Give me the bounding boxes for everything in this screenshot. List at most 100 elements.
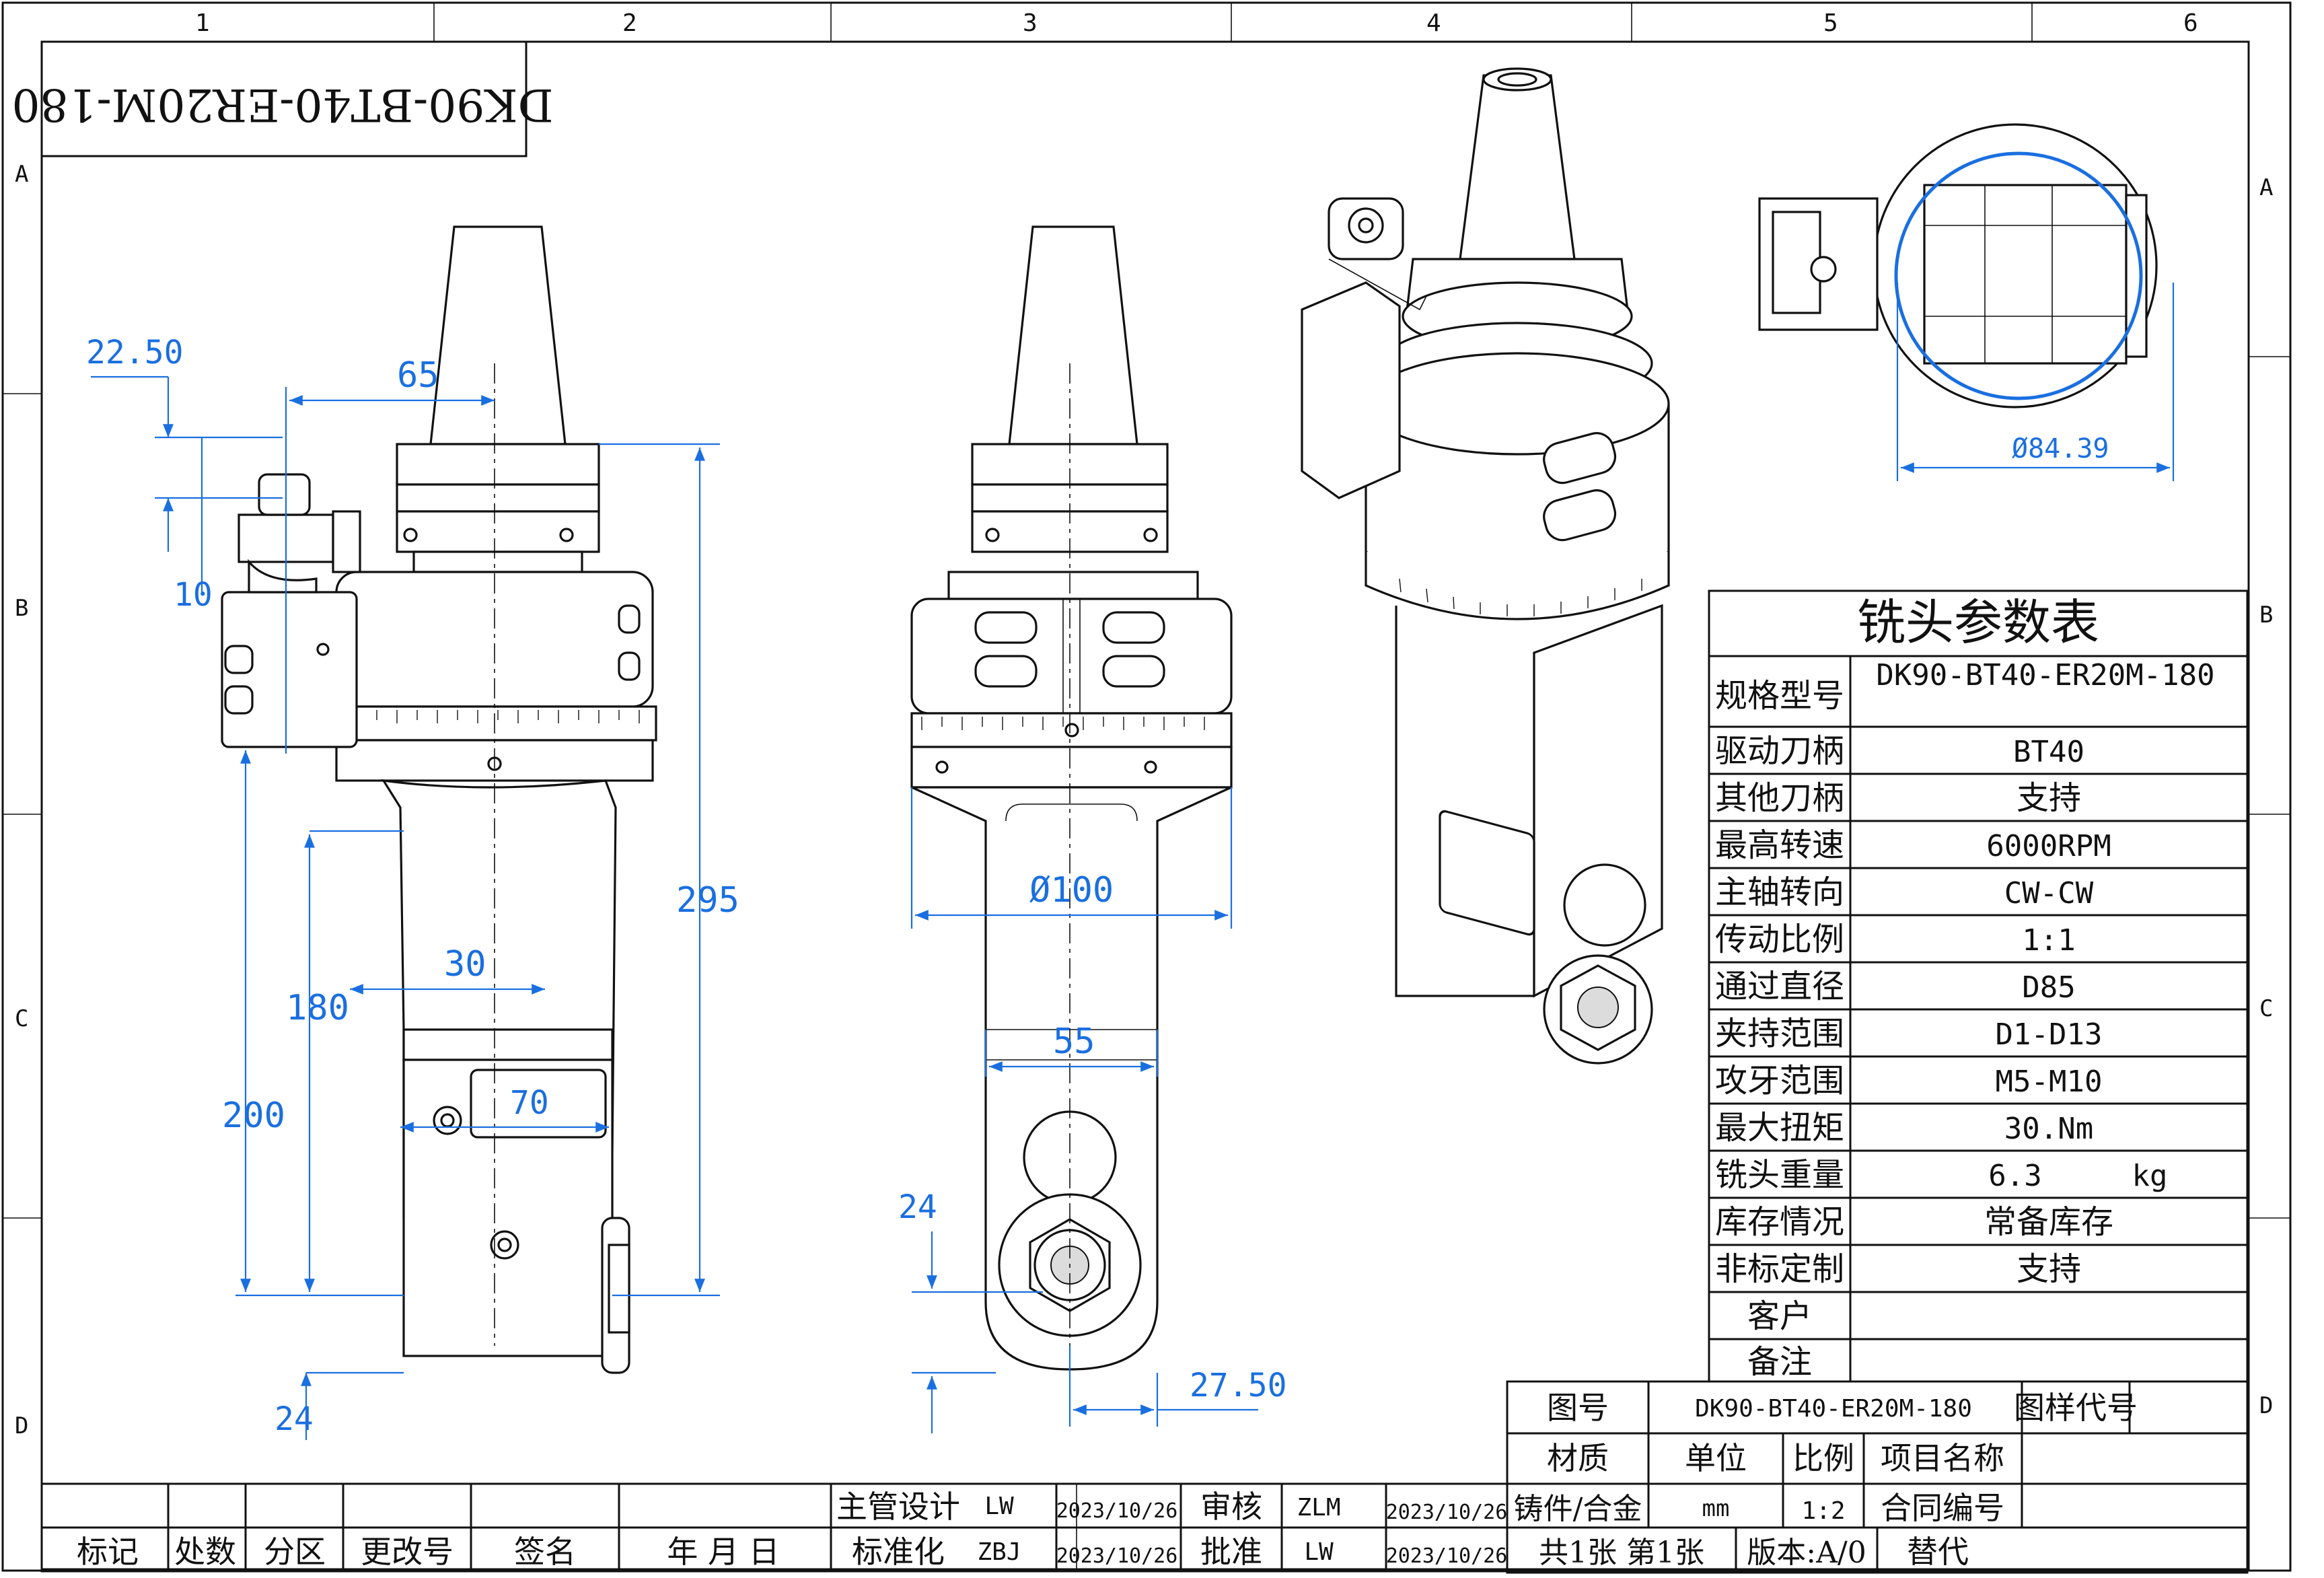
dim-22-50: 22.50 <box>86 334 184 371</box>
tb-drawing-no: DK90-BT40-ER20M-180 <box>1695 1395 1972 1423</box>
tb-sample-code-label: 图样代号 <box>2014 1390 2138 1426</box>
zone-row-a-right: A <box>2259 174 2273 201</box>
tb-unit: mm <box>1702 1495 1730 1522</box>
param-label-4: 主轴转向 <box>1715 873 1844 911</box>
param-label-11: 库存情况 <box>1715 1203 1844 1241</box>
tb-contract-no-label: 合同编号 <box>1881 1490 2004 1526</box>
tb-design-by: LW <box>984 1493 1014 1520</box>
param-value-10: 6.3 <box>1988 1159 2041 1193</box>
param-value-11: 常备库存 <box>1984 1203 2113 1241</box>
dim-100: Ø100 <box>1029 870 1114 910</box>
param-label-7: 夹持范围 <box>1715 1015 1844 1052</box>
zone-ruler-top: 1 2 3 4 5 6 <box>195 3 2198 42</box>
zone-row-d-left: D <box>15 1412 28 1439</box>
dim-30: 30 <box>444 944 486 984</box>
param-value-6: D85 <box>2022 970 2075 1005</box>
param-unit-10: kg <box>2132 1159 2168 1193</box>
tb-sheets: 共1张 第1张 <box>1539 1536 1704 1570</box>
tb-rev-mark: 标记 <box>77 1534 139 1570</box>
side-view <box>221 225 657 1374</box>
param-label-13: 客户 <box>1747 1297 1812 1335</box>
param-value-12: 支持 <box>2017 1250 2081 1288</box>
tb-drawing-no-label: 图号 <box>1547 1390 1609 1426</box>
tb-design-date: 2023/10/26 <box>1056 1499 1178 1523</box>
zone-row-c-left: C <box>15 1005 28 1032</box>
zone-ruler-sides: A B C D A B C D <box>3 161 2290 1439</box>
zone-row-a-left: A <box>15 161 28 188</box>
tb-scale-label: 比例 <box>1792 1440 1854 1476</box>
front-view <box>910 225 1233 1371</box>
param-label-0: 规格型号 <box>1715 677 1844 715</box>
param-value-8: M5-M10 <box>1996 1065 2103 1099</box>
param-table-title: 铣头参数表 <box>1857 594 2099 651</box>
tb-rev-signature: 签名 <box>514 1534 576 1570</box>
tb-review-by: ZLM <box>1297 1494 1340 1521</box>
zone-row-d-right: D <box>2259 1392 2273 1419</box>
param-value-9: 30.Nm <box>2004 1112 2093 1146</box>
param-value-5: 1:1 <box>2022 923 2075 958</box>
tb-approve-by: LW <box>1304 1538 1334 1566</box>
isometric-view <box>1301 67 1670 1065</box>
tb-standard-date: 2023/10/26 <box>1056 1544 1178 1568</box>
parameter-table: 铣头参数表 规格型号 DK90-BT40-ER20M-180 驱动刀柄 BT40… <box>1708 589 2249 1383</box>
side-view-dimensions: 22.50 10 65 295 30 180 200 70 24 <box>86 334 739 1440</box>
tb-material: 铸件/合金 <box>1514 1492 1642 1526</box>
param-label-10: 铣头重量 <box>1715 1156 1844 1194</box>
dim-295: 295 <box>676 880 739 921</box>
zone-col-5: 5 <box>1823 9 1838 37</box>
top-detail-view: Ø84.39 <box>1758 123 2175 481</box>
param-label-12: 非标定制 <box>1715 1250 1844 1288</box>
param-value-0: DK90-BT40-ER20M-180 <box>1876 658 2214 692</box>
param-label-3: 最高转速 <box>1715 826 1844 864</box>
param-value-7: D1-D13 <box>1996 1017 2103 1052</box>
param-value-2: 支持 <box>2017 779 2081 817</box>
tb-review-date: 2023/10/26 <box>1386 1501 1508 1524</box>
zone-row-b-right: B <box>2259 602 2273 629</box>
param-label-9: 最大扭矩 <box>1715 1109 1844 1147</box>
param-label-6: 通过直径 <box>1715 968 1844 1005</box>
zone-col-6: 6 <box>2183 9 2198 37</box>
param-value-3: 6000RPM <box>1986 829 2111 863</box>
tb-replace-label: 替代 <box>1907 1534 1969 1570</box>
tb-approve-label: 批准 <box>1200 1534 1262 1570</box>
front-view-dimensions: Ø100 55 24 27.50 <box>898 787 1287 1433</box>
dim-24-mid: 24 <box>898 1188 937 1226</box>
zone-col-4: 4 <box>1426 9 1441 37</box>
dim-84-39: Ø84.39 <box>2012 433 2109 464</box>
dim-55: 55 <box>1053 1021 1095 1062</box>
param-value-4: CW-CW <box>2004 876 2094 910</box>
title-block: 图号 DK90-BT40-ER20M-180 图样代号 材质 单位 比例 项目名… <box>40 1380 2249 1574</box>
inner-frame <box>40 40 2250 1571</box>
tb-version: 版本:A/0 <box>1747 1536 1866 1570</box>
dim-65: 65 <box>397 355 439 396</box>
stamp-box <box>40 40 528 157</box>
zone-col-1: 1 <box>195 9 210 37</box>
tb-standard-label: 标准化 <box>852 1534 945 1570</box>
tb-rev-change-no: 更改号 <box>361 1534 453 1570</box>
tb-standard-by: ZBJ <box>977 1538 1021 1566</box>
dim-24-left: 24 <box>275 1400 314 1438</box>
tb-unit-label: 单位 <box>1685 1440 1747 1476</box>
tb-approve-date: 2023/10/26 <box>1386 1544 1508 1568</box>
dim-180: 180 <box>286 988 349 1028</box>
zone-col-3: 3 <box>1023 9 1038 37</box>
param-label-2: 其他刀柄 <box>1715 779 1844 817</box>
stamp-text: DK90-BT40-ER20M-180 <box>11 79 553 131</box>
param-label-1: 驱动刀柄 <box>1715 732 1844 770</box>
zone-row-c-right: C <box>2259 995 2273 1022</box>
param-label-5: 传动比例 <box>1715 921 1844 958</box>
tb-design-label: 主管设计 <box>836 1489 960 1525</box>
dim-10: 10 <box>174 576 213 614</box>
zone-row-b-left: B <box>15 595 28 622</box>
param-value-1: BT40 <box>2013 735 2084 769</box>
dim-27-50: 27.50 <box>1190 1367 1287 1404</box>
tb-rev-date: 年 月 日 <box>667 1534 779 1570</box>
dim-200: 200 <box>222 1096 285 1136</box>
tb-review-label: 审核 <box>1200 1489 1262 1525</box>
param-label-14: 备注 <box>1747 1343 1812 1381</box>
tb-scale: 1:2 <box>1801 1497 1845 1525</box>
zone-col-2: 2 <box>622 9 637 37</box>
tb-project-name-label: 项目名称 <box>1881 1440 2004 1476</box>
tb-rev-zone: 分区 <box>264 1534 326 1570</box>
